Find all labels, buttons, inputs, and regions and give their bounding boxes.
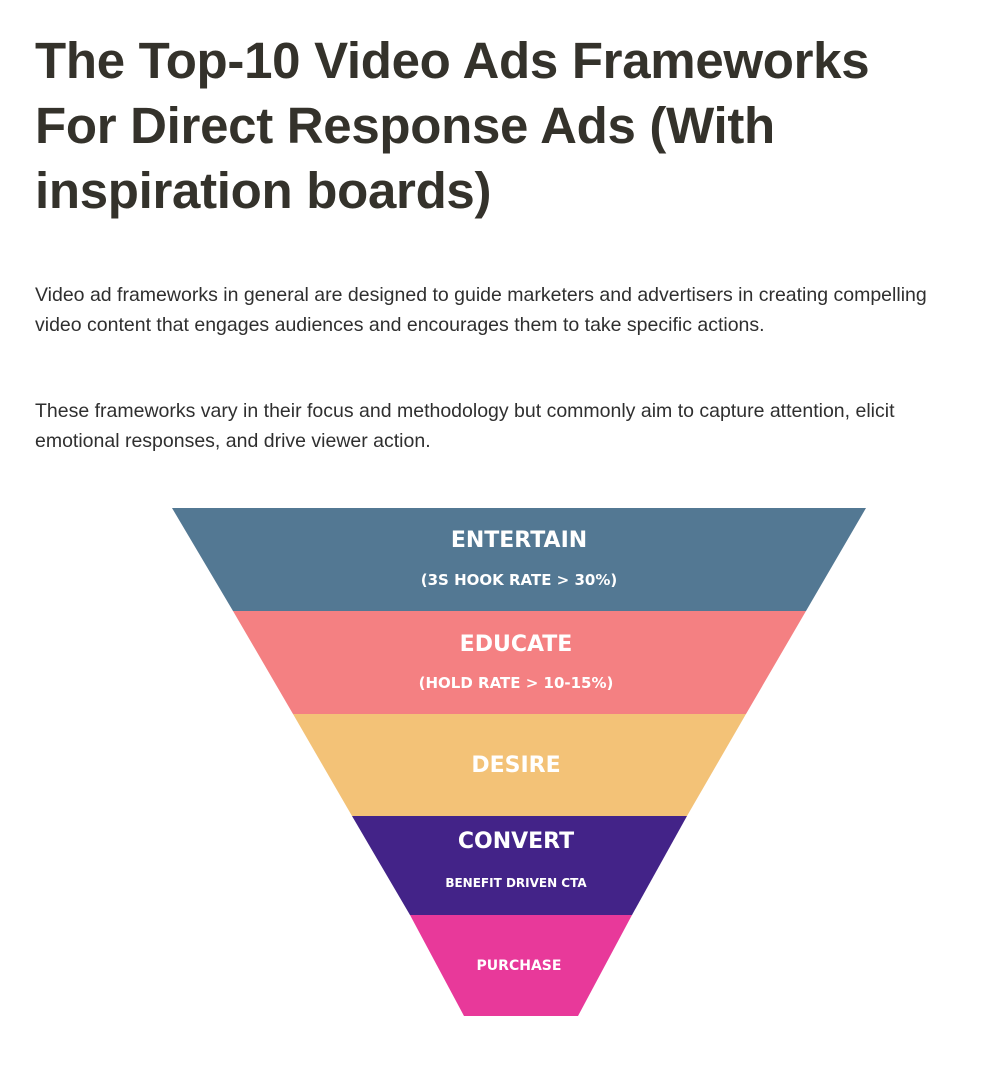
funnel-stage-educate bbox=[233, 611, 806, 714]
funnel-label-educate: EDUCATE bbox=[460, 632, 573, 657]
article-title: The Top-10 Video Ads Frameworks For Dire… bbox=[35, 32, 870, 219]
funnel-label-entertain: ENTERTAIN bbox=[451, 528, 587, 553]
funnel-stage-entertain bbox=[172, 508, 866, 611]
funnel-sublabel-entertain: (3S HOOK RATE > 30%) bbox=[421, 571, 617, 589]
funnel-stage-convert bbox=[352, 816, 687, 915]
second-paragraph: These frameworks vary in their focus and… bbox=[35, 400, 895, 452]
funnel-sublabel-educate: (HOLD RATE > 10-15%) bbox=[419, 674, 614, 692]
funnel-stage-desire bbox=[293, 714, 746, 816]
intro-paragraph: Video ad frameworks in general are desig… bbox=[35, 284, 927, 336]
funnel-stage-purchase bbox=[410, 915, 632, 1016]
funnel-label-desire: DESIRE bbox=[471, 753, 560, 778]
funnel-label-purchase: PURCHASE bbox=[477, 958, 562, 974]
funnel-label-convert: CONVERT bbox=[458, 829, 574, 854]
funnel-sublabel-convert: BENEFIT DRIVEN CTA bbox=[445, 876, 587, 890]
